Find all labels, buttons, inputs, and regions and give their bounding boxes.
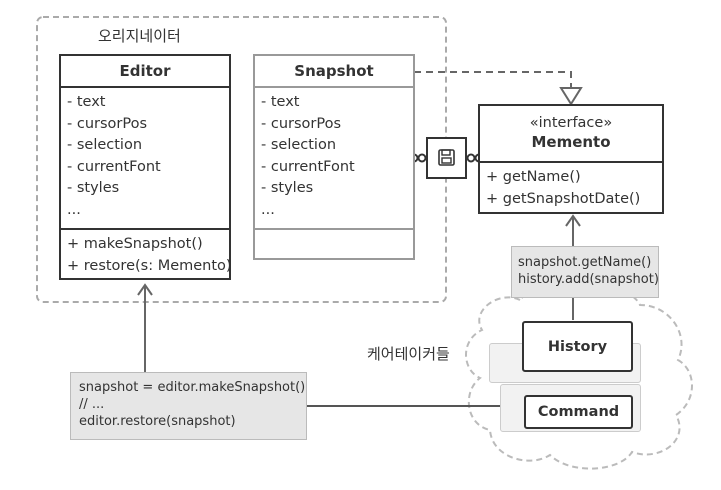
editor-method: + makeSnapshot()	[67, 236, 203, 252]
editor-field: - currentFont	[67, 158, 161, 175]
memento-methods: + getName() + getSnapshotDate()	[480, 163, 662, 214]
memento-interface: «interface» Memento + getName() + getSna…	[478, 104, 664, 214]
editor-field: - cursorPos	[67, 115, 148, 132]
memento-name: Memento	[531, 133, 611, 151]
history-note: snapshot.getName() history.add(snapshot)	[511, 246, 659, 298]
originator-group-label: 오리지네이터	[98, 27, 181, 45]
realization-arrowhead	[559, 87, 583, 106]
snapshot-class: Snapshot - text - cursorPos - selection …	[253, 54, 415, 260]
snapshot-field: - text	[261, 94, 300, 110]
snapshot-field: - selection	[261, 137, 337, 153]
editor-method: + restore(s: Memento)	[67, 257, 232, 274]
command-note-line: editor.restore(snapshot)	[79, 414, 236, 429]
memento-stereotype: «interface»	[529, 115, 613, 131]
command-box: Command	[524, 395, 633, 429]
snapshot-class-name: Snapshot	[255, 56, 413, 88]
editor-methods: + makeSnapshot() + restore(s: Memento)	[61, 230, 232, 281]
save-icon	[426, 137, 467, 179]
editor-field: - styles	[67, 180, 120, 196]
command-note-line: // ...	[79, 397, 105, 412]
caretaker-group-label: 케어테이커들	[367, 345, 450, 363]
editor-field: ...	[67, 201, 81, 218]
history-note-line: history.add(snapshot)	[518, 272, 659, 287]
command-note: snapshot = editor.makeSnapshot() // ... …	[70, 372, 307, 440]
command-note-line: snapshot = editor.makeSnapshot()	[79, 380, 306, 395]
editor-class-name: Editor	[61, 56, 229, 88]
editor-field: - text	[67, 94, 106, 110]
snapshot-field: - styles	[261, 180, 314, 196]
snapshot-fields: - text - cursorPos - selection - current…	[255, 88, 413, 230]
snapshot-field: - currentFont	[261, 158, 355, 175]
memento-header: «interface» Memento	[480, 106, 662, 163]
editor-class: Editor - text - cursorPos - selection - …	[59, 54, 232, 281]
editor-field: - selection	[67, 137, 143, 153]
snapshot-field: ...	[261, 201, 275, 218]
editor-fields: - text - cursorPos - selection - current…	[61, 88, 229, 230]
snapshot-field: - cursorPos	[261, 115, 342, 132]
history-box: History	[522, 321, 633, 372]
memento-method: + getName()	[486, 169, 581, 185]
realization-line	[414, 71, 572, 88]
memento-method: + getSnapshotDate()	[486, 190, 641, 207]
history-note-line: snapshot.getName()	[518, 255, 652, 270]
